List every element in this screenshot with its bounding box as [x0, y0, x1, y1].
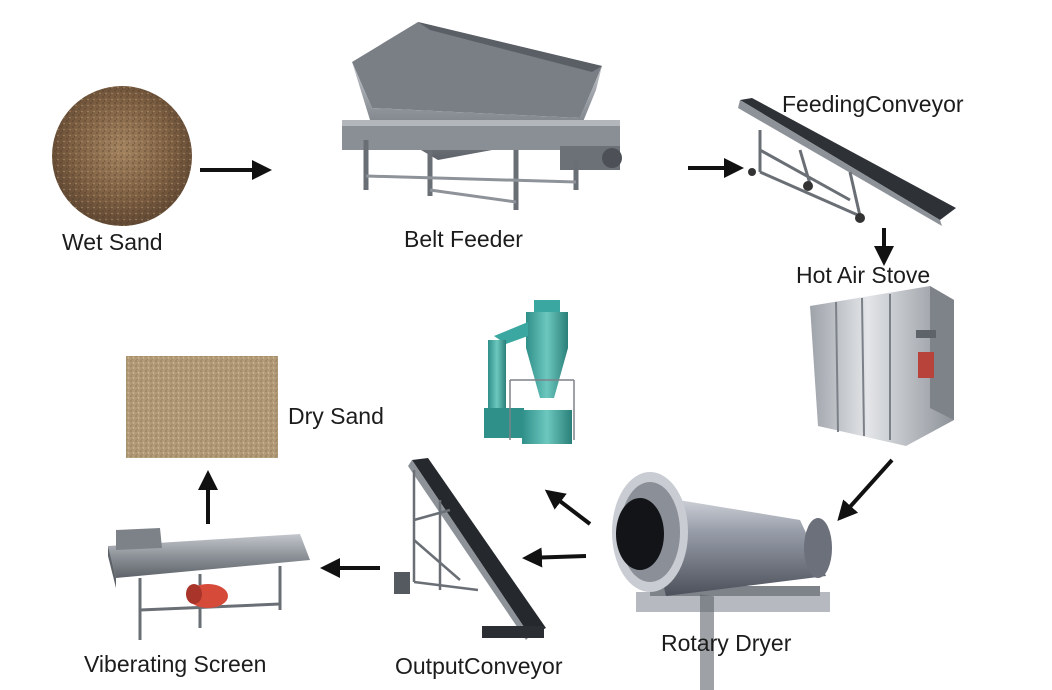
arrow-dryer-to-output [522, 547, 587, 568]
label-hot-air-stove: Hot Air Stove [796, 262, 931, 288]
label-vibrating-screen: Viberating Screen [84, 651, 267, 677]
label-dry-sand: Dry Sand [288, 403, 384, 429]
vibrating-screen-image [108, 528, 310, 640]
label-belt-feeder: Belt Feeder [404, 226, 523, 252]
dry-sand-image [126, 356, 278, 458]
output-conveyor-image [394, 458, 546, 640]
feeding-conveyor-image [738, 98, 956, 226]
cyclone-image [484, 300, 575, 444]
rotary-dryer-image [612, 472, 832, 690]
arrow-stove-to-dryer [837, 458, 894, 521]
flow-arrows [198, 158, 894, 578]
label-rotary-dryer: Rotary Dryer [661, 630, 792, 656]
label-wet-sand: Wet Sand [62, 229, 163, 255]
hot-air-stove-image [810, 286, 954, 446]
label-feeding-conveyor: FeedingConveyor [782, 91, 964, 117]
label-output-conveyor: OutputConveyor [395, 653, 563, 679]
arrow-dryer-to-cyclone [544, 489, 592, 526]
belt-feeder-image [342, 22, 622, 210]
wet-sand-image [52, 86, 192, 226]
